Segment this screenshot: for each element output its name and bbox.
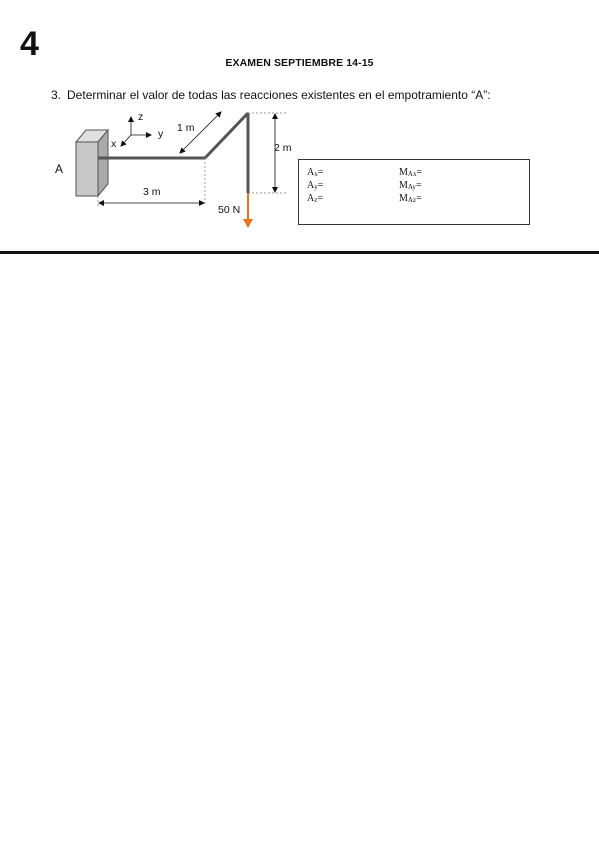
answer-maz: MAz= (399, 193, 422, 204)
dimension-1m (179, 111, 222, 154)
answer-max: MAx= (399, 167, 423, 178)
force-label: 50 N (218, 204, 240, 216)
question-number: 3. (51, 88, 62, 102)
structure-diagram: 50 N z y x A 1 m 2 m 3 m (55, 111, 292, 228)
answer-ax: Ax= (307, 167, 324, 178)
dimension-3m-label: 3 m (143, 186, 161, 198)
axis-y-label: y (158, 128, 164, 140)
support-label: A (55, 162, 63, 176)
dimension-3m (97, 158, 206, 206)
bent-bar (98, 111, 250, 193)
question-text: Determinar el valor de todas las reaccio… (67, 88, 491, 102)
dimension-2m (248, 112, 286, 194)
axis-x-label: x (111, 138, 117, 150)
axis-z-label: z (138, 111, 143, 123)
force-arrow (243, 193, 253, 228)
wall-support (74, 128, 110, 198)
answer-may: MAy= (399, 180, 422, 191)
answer-box: Ax= Ay= Az= MAx= MAy= MAz= (298, 159, 530, 225)
answer-ay: Ay= (307, 180, 324, 191)
question: 3. Determinar el valor de todas las reacc… (51, 88, 491, 102)
dimension-1m-label: 1 m (177, 122, 195, 134)
section-divider (0, 251, 599, 254)
page-number: 4 (20, 25, 39, 63)
bar-segment-1m (203, 111, 250, 160)
answer-az: Az= (307, 193, 323, 204)
dimension-2m-label: 2 m (274, 142, 292, 154)
axes-icon (120, 116, 152, 147)
exam-title: EXAMEN SEPTIEMBRE 14-15 (225, 57, 374, 69)
